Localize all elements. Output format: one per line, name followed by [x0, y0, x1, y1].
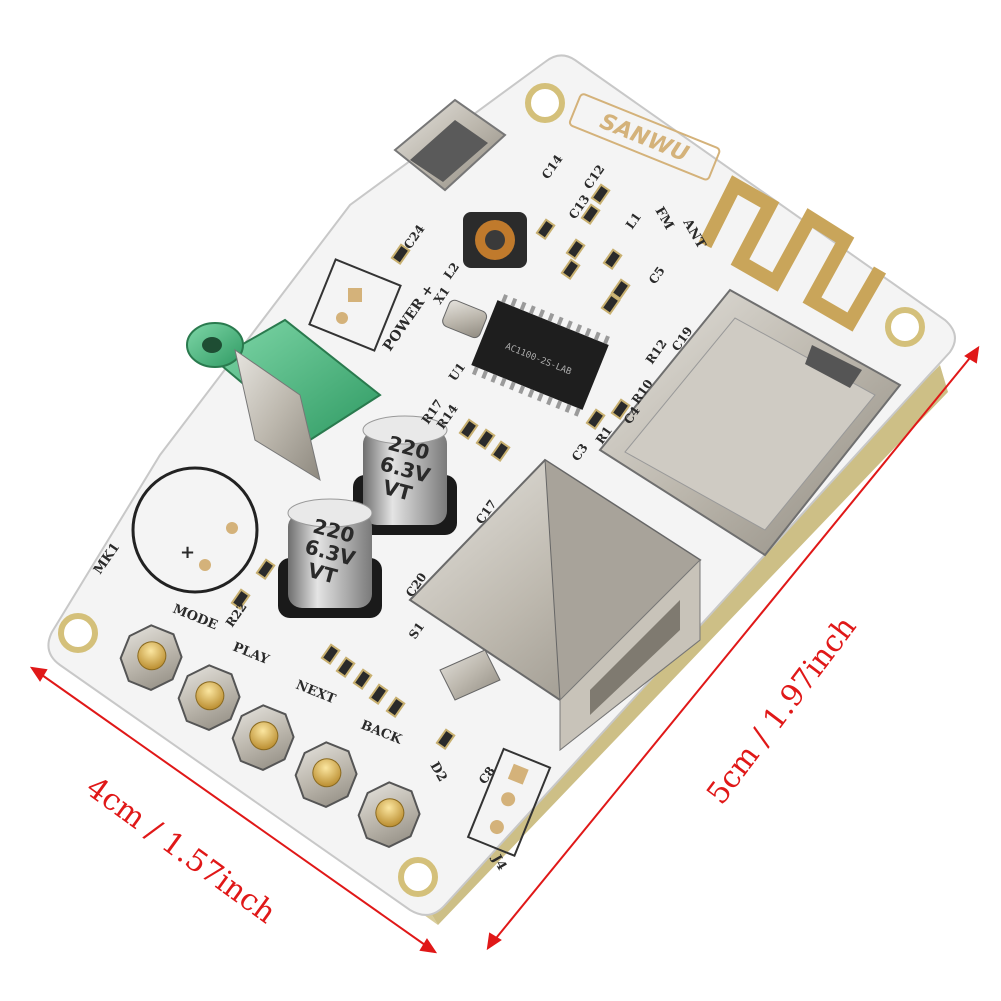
- sd-card-slot: [598, 288, 902, 557]
- smd-component: [565, 238, 586, 260]
- mounting-holes: [58, 83, 925, 897]
- smd-component: [560, 258, 581, 280]
- smd-component: [475, 428, 496, 450]
- antenna-trace: [698, 175, 887, 332]
- smd-component: [600, 293, 621, 315]
- tact-button: [231, 704, 295, 772]
- smd-component: [320, 643, 341, 665]
- smd-component: [585, 408, 606, 430]
- tact-button: [294, 741, 358, 809]
- usb-a-port: [408, 458, 702, 752]
- audio-jack-3-5mm: [186, 318, 382, 482]
- j4-header: [466, 747, 552, 858]
- mic-plus-label: +: [180, 542, 195, 563]
- crystal-oscillator: [442, 299, 488, 339]
- tact-button: [357, 781, 421, 849]
- smd-component: [255, 558, 276, 580]
- pcb-board: [47, 54, 956, 916]
- smd-component: [610, 278, 631, 300]
- inductor: [463, 212, 527, 268]
- smd-component: [385, 696, 406, 718]
- smd-component: [335, 656, 356, 678]
- smd-component: [230, 588, 251, 610]
- smd-component: [458, 418, 479, 440]
- electrolytic-capacitor: 220 6.3V VT: [278, 498, 382, 618]
- tact-button: [177, 664, 241, 732]
- tact-button: [119, 624, 183, 692]
- silk-j4: J4: [488, 852, 509, 874]
- smd-component: [610, 398, 631, 420]
- smd-component: [535, 218, 556, 240]
- micro-usb-port: [393, 98, 507, 192]
- dimension-line-width: [29, 666, 438, 954]
- smd-component: [490, 440, 511, 462]
- smd-component: [590, 183, 611, 205]
- microphone-footprint: +: [131, 466, 259, 594]
- power-pads: [308, 258, 402, 352]
- smd-component: [390, 243, 411, 265]
- smd-component: [352, 668, 373, 690]
- main-chip: AC1100-2S-LAB: [471, 294, 610, 417]
- smd-component: [368, 683, 389, 705]
- dimension-line-height: [486, 345, 980, 951]
- electrolytic-capacitor: 220 6.3V VT: [353, 415, 457, 535]
- smd-component: [580, 203, 601, 225]
- smd-component: [602, 248, 623, 270]
- smd-component: [435, 728, 456, 750]
